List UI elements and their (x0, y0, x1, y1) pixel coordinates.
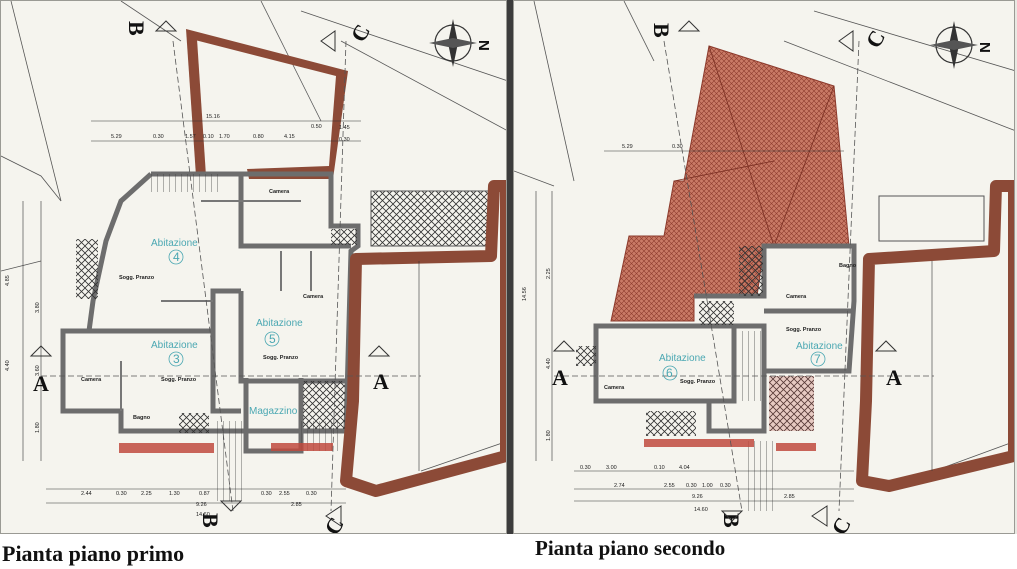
caption-strip (0, 534, 1017, 569)
dimension-label: 5.29 (111, 134, 122, 140)
section-b-top: B (124, 21, 149, 36)
unit-label: Abitazione (256, 318, 303, 329)
dimension-label: 2.85 (291, 502, 302, 508)
dimension-label: 0.30 (580, 465, 591, 471)
dimension-label: 5.29 (622, 144, 633, 150)
dimension-label: 0.80 (253, 134, 264, 140)
first-floor-drawing: N B C A A B C Abitazione 4 Abitazione 3 … (1, 1, 506, 534)
room-label: Camera (786, 294, 807, 300)
unit-number: 7 (814, 352, 821, 366)
panel-divider (507, 0, 513, 534)
room-label: Sogg. Pranzo (786, 327, 822, 333)
dimension-label: 4.04 (679, 465, 690, 471)
section-a-left: A (33, 371, 49, 396)
floor-plan-second-floor: N B C A A B C Abitazione 6 Abitazione 7 … (513, 0, 1015, 534)
dimension-label: 0.30 (116, 491, 127, 497)
unit-number: 6 (666, 366, 673, 380)
compass-rose-icon (930, 21, 978, 69)
first-floor-caption: Pianta piano primo (2, 541, 185, 566)
section-c-bottom: C (826, 513, 856, 534)
unit-number: 3 (173, 352, 180, 366)
section-a-right: A (373, 369, 389, 394)
dimension-label: 0.10 (654, 465, 665, 471)
room-label: Sogg. Pranzo (263, 355, 299, 361)
dimension-label: 4.40 (5, 360, 11, 371)
dimension-label: 9.26 (692, 494, 703, 500)
dimension-label: 4.85 (5, 275, 11, 286)
room-label: Camera (81, 377, 102, 383)
dimension-label: 2.55 (664, 483, 675, 489)
dimension-label: 1.80 (35, 422, 41, 433)
section-b-bottom: B (198, 513, 223, 528)
dimension-label: 0.30 (672, 144, 683, 150)
section-arrow-icon (29, 20, 391, 527)
dimension-label: 2.25 (141, 491, 152, 497)
compass-rose-icon (429, 19, 477, 67)
second-floor-drawing: N B C A A B C Abitazione 6 Abitazione 7 … (514, 1, 1014, 534)
room-label: Sogg. Pranzo (119, 275, 155, 281)
dimension-label: 0.30 (153, 134, 164, 140)
dimension-label: 0.30 (720, 483, 731, 489)
unit-label: Abitazione (151, 238, 198, 249)
room-label: Camera (303, 294, 324, 300)
second-floor-caption: Pianta piano secondo (535, 536, 726, 560)
dimension-label: 0.50 (311, 124, 322, 130)
dimension-label: 1.30 (169, 491, 180, 497)
room-label: Sogg. Pranzo (680, 379, 716, 385)
dimension-label: 4.40 (546, 358, 552, 369)
dimension-label: 2.74 (614, 483, 625, 489)
section-c-top: C (861, 26, 891, 52)
room-label: Camera (269, 189, 290, 195)
section-arrow-icon (552, 20, 898, 527)
dimension-label: 15.16 (206, 114, 220, 120)
room-label: Bagno (133, 415, 151, 421)
room-label: Sogg. Pranzo (161, 377, 197, 383)
dimension-label: 0.30 (339, 137, 350, 143)
dimension-label: 3.60 (35, 365, 41, 376)
dimension-label: 1.70 (219, 134, 230, 140)
north-label: N (976, 42, 993, 53)
dimension-label: 3.80 (35, 302, 41, 313)
section-c-bottom: C (319, 513, 349, 534)
unit-label: Magazzino (249, 406, 298, 417)
dimension-label: 0.87 (199, 491, 210, 497)
room-label: Camera (604, 385, 625, 391)
unit-label: Abitazione (796, 341, 843, 352)
dimension-label: 2.25 (546, 268, 552, 279)
dimension-label: 9.26 (196, 502, 207, 508)
dimension-label: 14.56 (522, 287, 528, 301)
section-a-right: A (886, 365, 902, 390)
dimension-label: 0.30 (306, 491, 317, 497)
dimension-label: 0.30 (261, 491, 272, 497)
unit-label: Abitazione (151, 340, 198, 351)
north-label: N (475, 40, 492, 51)
dimension-label: 2.55 (279, 491, 290, 497)
section-c-top: C (346, 20, 376, 46)
dimension-label: 1.57 (185, 134, 196, 140)
dimension-label: 3.00 (606, 465, 617, 471)
dimension-label: 1.00 (702, 483, 713, 489)
unit-label: Abitazione (659, 353, 706, 364)
dimension-label: 14.60 (694, 507, 708, 513)
section-a-left: A (552, 365, 568, 390)
unit-number: 5 (269, 332, 276, 346)
dimension-label: 1.80 (546, 430, 552, 441)
unit-number: 4 (173, 250, 180, 264)
dimension-label: 2.44 (81, 491, 92, 497)
dimension-label: 0.10 (203, 134, 214, 140)
dimension-label: 14.60 (196, 512, 210, 518)
dimension-label: 2.85 (784, 494, 795, 500)
dimension-label: 0.30 (686, 483, 697, 489)
dimension-label: 4.15 (284, 134, 295, 140)
floor-plan-first-floor: N B C A A B C Abitazione 4 Abitazione 3 … (0, 0, 507, 534)
section-b-top: B (649, 23, 674, 38)
dimension-label: 1.45 (339, 125, 350, 131)
room-label: Bagno (839, 263, 857, 269)
